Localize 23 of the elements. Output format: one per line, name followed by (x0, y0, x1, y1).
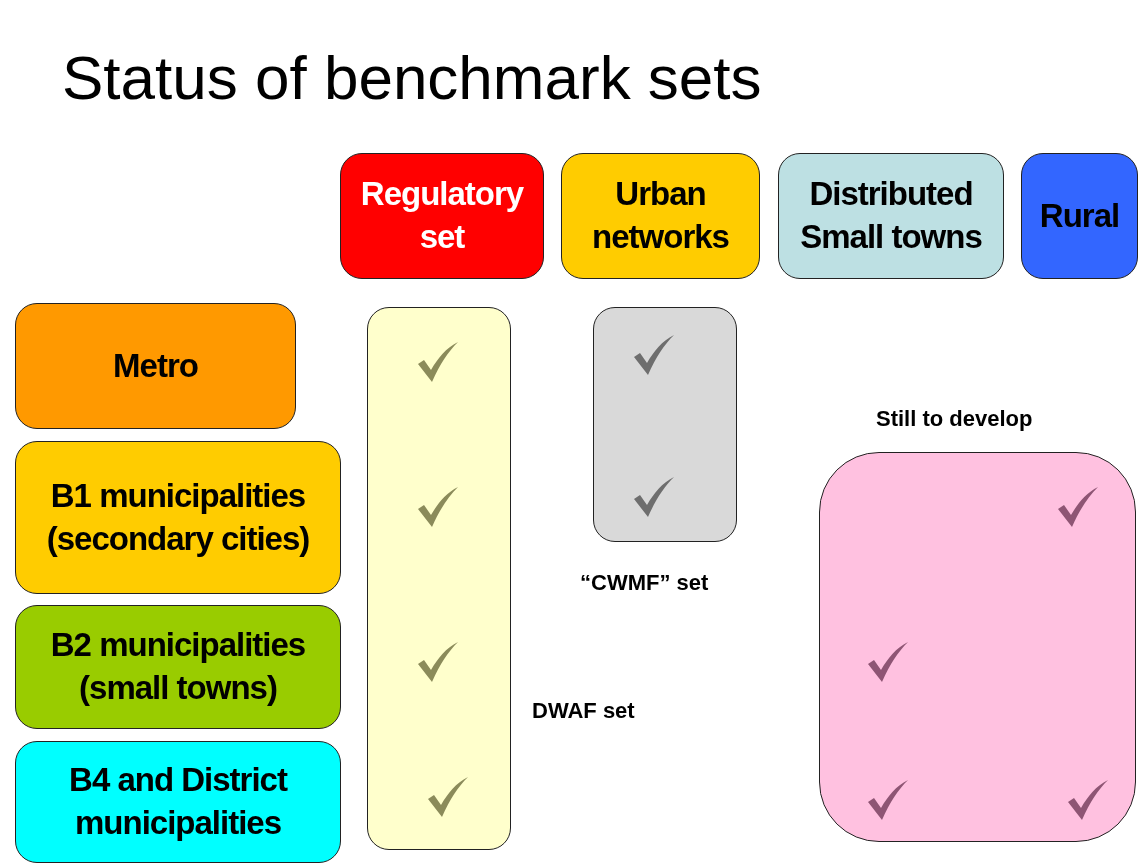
header-label: Rural (1039, 195, 1120, 236)
row-header (15, 605, 341, 729)
header-label: B1 municipalities (secondary cities) (45, 475, 311, 559)
column-header (561, 153, 760, 279)
set-caption: Still to develop (876, 406, 1033, 432)
row-header (15, 303, 296, 429)
set-caption: “CWMF” set (580, 570, 709, 596)
row-header (15, 741, 341, 863)
set-band (367, 307, 511, 850)
header-label: Metro (113, 345, 198, 386)
set-band (819, 452, 1136, 842)
header-label: B4 and District municipalities (68, 760, 289, 843)
header-label: Distributed Small towns (799, 174, 983, 257)
slide-title: Status of benchmark sets (62, 42, 762, 113)
row-header (15, 441, 341, 594)
column-header (778, 153, 1004, 279)
set-band (593, 307, 737, 542)
column-header (340, 153, 544, 279)
set-caption: DWAF set (532, 698, 635, 724)
header-label: B2 municipalities (small towns) (49, 625, 307, 708)
column-header (1021, 153, 1138, 279)
header-label: Urban networks (591, 174, 730, 257)
header-label: Regulatory set (359, 174, 525, 257)
